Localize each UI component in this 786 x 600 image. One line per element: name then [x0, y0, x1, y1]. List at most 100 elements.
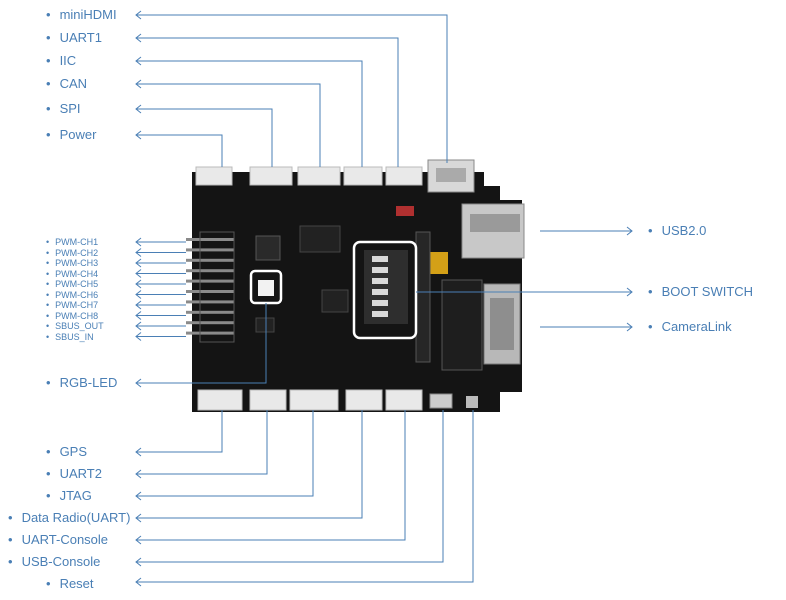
pin-header-row	[186, 269, 234, 273]
inductor	[255, 235, 281, 261]
label-boot-switch-text: BOOT SWITCH	[661, 284, 754, 299]
bullet-icon: •	[46, 444, 51, 459]
label-spi-text: SPI	[59, 101, 81, 116]
label-pwm-ch2: •PWM-CH2	[46, 248, 98, 258]
chip	[299, 225, 341, 253]
label-uart-console-text: UART-Console	[21, 532, 109, 547]
bullet-icon: •	[46, 258, 50, 268]
arrow-head	[135, 279, 142, 289]
arrow-head	[135, 469, 142, 479]
label-minihdmi-text: miniHDMI	[59, 7, 117, 22]
label-rgb-led: •RGB-LED	[46, 375, 117, 391]
bullet-icon: •	[46, 310, 50, 321]
bullet-icon: •	[648, 223, 653, 238]
pcb-board	[192, 172, 522, 412]
arrow-head	[135, 290, 142, 299]
callout-line	[136, 83, 321, 167]
bullet-icon: •	[46, 576, 51, 591]
callout-line	[136, 134, 223, 167]
callout-line	[136, 410, 474, 583]
bullet-icon: •	[46, 466, 51, 481]
label-rgb-led-text: RGB-LED	[59, 375, 118, 390]
bullet-icon: •	[46, 237, 50, 247]
callout-line	[136, 410, 223, 453]
arrow-head	[135, 577, 142, 587]
label-iic-text: IIC	[59, 53, 77, 68]
label-pwm-ch4: • PWM-CH4	[46, 269, 98, 279]
boot-switch-highlight	[352, 240, 418, 340]
label-pwm-ch7-text: PWM-CH7	[55, 300, 99, 310]
callout-line	[136, 303, 267, 384]
bullet-icon: •	[648, 284, 653, 299]
label-cameralink-text: CameraLink	[661, 319, 732, 334]
bullet-icon: •	[46, 7, 51, 22]
label-pwm-ch8-text: PWM-CH8	[55, 310, 99, 321]
bottom-connector	[289, 389, 339, 411]
arrow-head	[135, 557, 142, 567]
arrow-head	[135, 79, 142, 89]
label-gps-text: GPS	[59, 444, 88, 459]
arrow-head	[135, 248, 142, 257]
resistor-red	[396, 206, 414, 216]
label-reset: • Reset	[46, 576, 94, 592]
pin-header-row	[186, 290, 234, 293]
arrow-head	[135, 332, 142, 341]
callout-line	[136, 14, 448, 163]
callout-line	[136, 410, 444, 563]
label-can: •CAN	[46, 76, 87, 92]
arrow-head	[626, 287, 633, 297]
label-gps: • GPS	[46, 444, 87, 460]
callout-line	[136, 410, 406, 541]
label-can-text: CAN	[59, 76, 88, 91]
bottom-connector	[197, 389, 243, 411]
label-pwm-ch6: •PWM-CH6	[46, 290, 98, 300]
pin-header-row	[186, 258, 234, 262]
label-pwm-ch1-text: PWM-CH1	[55, 237, 99, 247]
arrow-head	[135, 237, 142, 247]
label-uart2: •UART2	[46, 466, 102, 482]
usb-console-port	[429, 393, 453, 409]
top-connector	[195, 166, 233, 186]
board-connector	[441, 279, 483, 371]
minihdmi-socket	[436, 168, 466, 182]
label-pwm-ch3: •PWM-CH3	[46, 258, 98, 268]
bullet-icon: •	[46, 279, 50, 289]
pin-header-row	[186, 321, 234, 325]
top-connector	[343, 166, 383, 186]
label-pwm-ch1: • PWM-CH1	[46, 237, 98, 247]
arrow-head	[135, 10, 142, 20]
label-sbus-in-text: SBUS_IN	[55, 331, 94, 342]
arrow-head	[135, 104, 142, 114]
capacitor-tantalum	[428, 252, 448, 274]
label-power-text: Power	[59, 127, 97, 142]
label-data-radio-text: Data Radio(UART)	[21, 510, 131, 525]
bullet-icon: •	[8, 532, 13, 547]
dip-switch-lever	[372, 267, 388, 273]
dip-switch-lever	[372, 289, 388, 295]
arrow-head	[626, 322, 633, 332]
label-reset-text: Reset	[59, 576, 94, 591]
rgb-led	[258, 280, 274, 296]
label-usb2-text: USB2.0	[661, 223, 707, 238]
label-pwm-ch4-text: PWM-CH4	[55, 268, 99, 279]
bullet-icon: •	[46, 331, 50, 342]
callout-line	[136, 410, 363, 519]
arrow-head	[135, 269, 142, 278]
label-cameralink: •CameraLink	[648, 319, 732, 335]
bullet-icon: •	[46, 101, 51, 116]
pin-header-row	[186, 279, 234, 283]
label-pwm-ch8: • PWM-CH8	[46, 311, 98, 321]
label-power: •Power	[46, 127, 96, 143]
pin-header-row	[186, 331, 234, 335]
bullet-icon: •	[46, 300, 50, 310]
label-minihdmi: • miniHDMI	[46, 7, 117, 23]
usb2-socket	[470, 214, 520, 232]
arrow-head	[135, 130, 142, 140]
bullet-icon: •	[46, 268, 50, 279]
callout-line	[136, 60, 363, 167]
bullet-icon: •	[46, 30, 51, 45]
arrow-head	[135, 258, 142, 268]
arrow-head	[135, 491, 142, 501]
bullet-icon: •	[8, 554, 13, 569]
